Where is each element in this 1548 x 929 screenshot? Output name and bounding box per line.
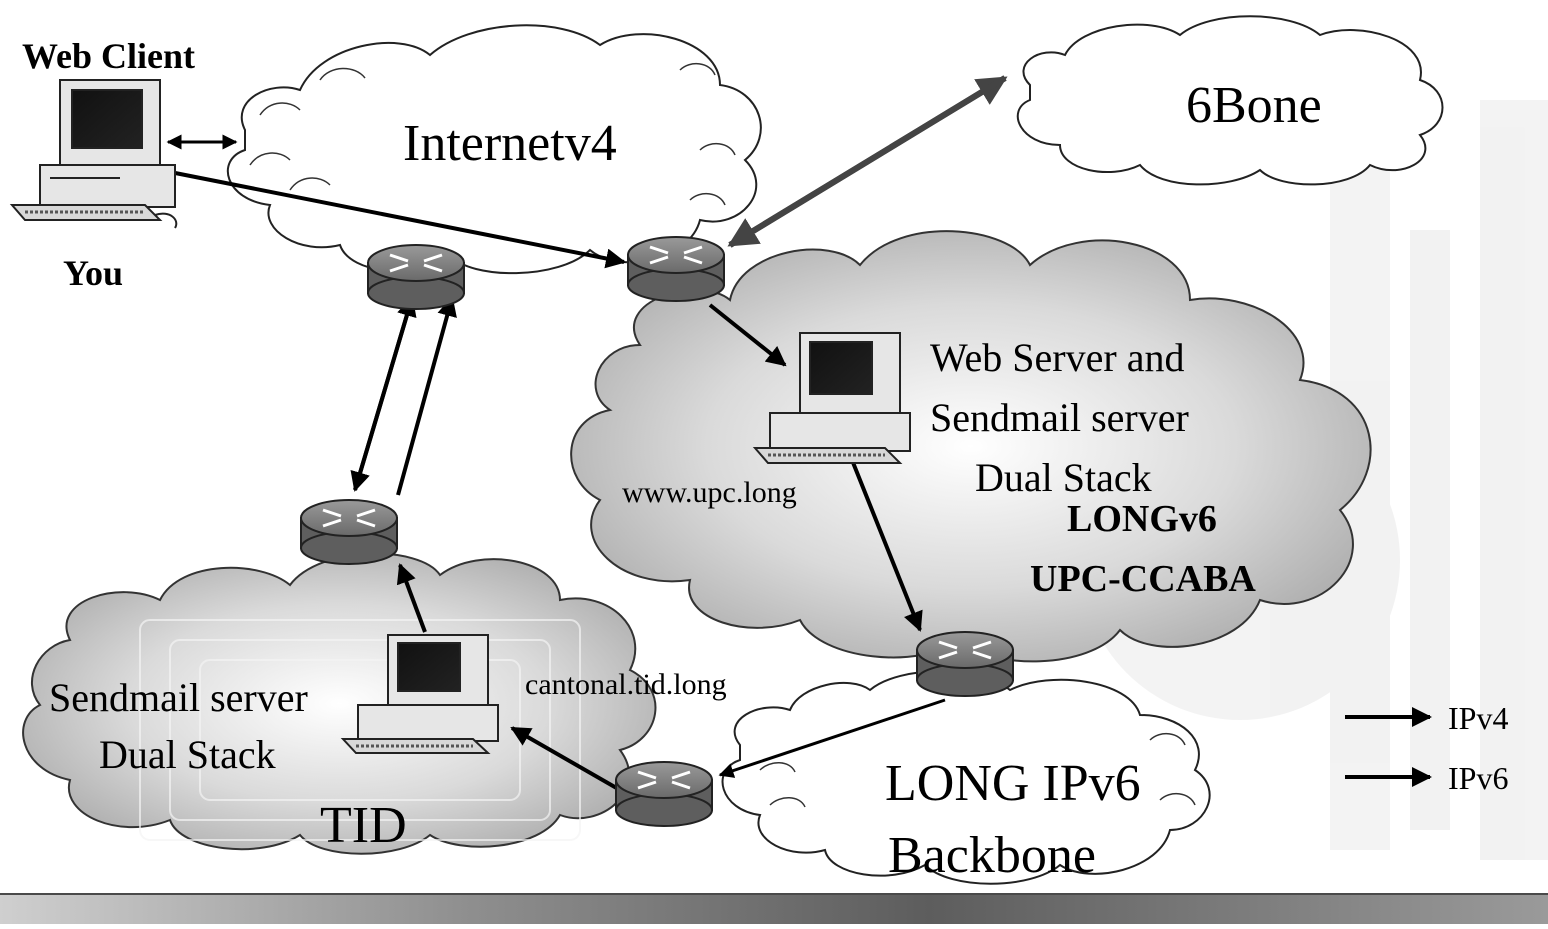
router-tid[interactable]	[300, 499, 398, 565]
computer-web-client-icon[interactable]	[9, 79, 178, 229]
legend-ipv4-label: IPv4	[1448, 700, 1509, 736]
web-client-label: Web Client	[22, 36, 196, 76]
computer-web-server-icon[interactable]	[752, 332, 911, 464]
internetv4-cloud-detail	[249, 63, 736, 206]
router-longv6-gateway[interactable]	[627, 236, 725, 302]
long-ipv6-cloud-detail	[759, 733, 1196, 808]
backbone-to-router-arrow	[718, 698, 946, 778]
router-backbone[interactable]	[916, 631, 1014, 697]
tid-internet-arrows	[350, 296, 457, 496]
longv6-label: LONGv6	[1067, 498, 1217, 540]
cantonal-host-label: cantonal.tid.long	[525, 668, 727, 701]
client-to-router-arrow	[159, 168, 626, 269]
tid-label: TID	[320, 797, 407, 854]
sendmail-label-line2: Dual Stack	[99, 732, 276, 777]
webserver-to-router-arrow	[848, 454, 923, 632]
upc-ccaba-label: UPC-CCABA	[1030, 558, 1256, 600]
router-to-sendmail-arrow	[510, 726, 621, 792]
sixbone-cloud	[1016, 15, 1444, 186]
long-ipv6-label-line2: Backbone	[888, 827, 1096, 884]
web-server-label-line1: Web Server and	[930, 335, 1185, 380]
sixbone-router-arrow	[727, 75, 1008, 248]
tid-cloud-rings	[139, 619, 581, 841]
legend-ipv6-label: IPv6	[1448, 760, 1509, 796]
router-internet[interactable]	[367, 244, 465, 310]
web-server-label-line2: Sendmail server	[930, 395, 1189, 440]
computer-sendmail-server-icon[interactable]	[340, 634, 499, 754]
internetv4-label: Internetv4	[403, 115, 617, 172]
sixbone-label: 6Bone	[1186, 77, 1322, 134]
router-to-webserver-arrow	[708, 303, 787, 367]
web-server-label-line3: Dual Stack	[975, 455, 1152, 500]
longv6-cloud	[570, 230, 1372, 663]
footer-divider	[0, 893, 1548, 896]
sendmail-to-router-arrow	[396, 563, 427, 633]
footer-bar	[0, 895, 1548, 924]
sendmail-label-line1: Sendmail server	[49, 675, 308, 720]
www-host-label: www.upc.long	[622, 476, 797, 509]
long-ipv6-cloud	[721, 670, 1211, 885]
router-tid-edge[interactable]	[615, 761, 713, 827]
you-label: You	[63, 253, 124, 293]
long-ipv6-label-line1: LONG IPv6	[885, 755, 1141, 812]
